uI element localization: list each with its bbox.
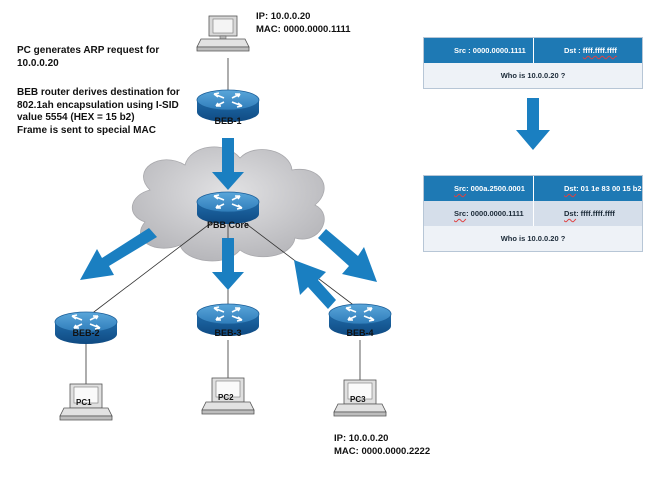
arrow-down-icon	[516, 98, 550, 150]
beb-derivation-note: BEB router derives destination for 802.1…	[17, 87, 180, 137]
note-line: PC generates ARP request for	[17, 45, 160, 56]
frame-src-cell: Src : 0000.0000.1111	[424, 38, 533, 63]
dst-value: ffff.ffff.ffff	[582, 46, 617, 55]
note-line: 10.0.0.20	[17, 57, 59, 69]
outer-dst-value: : 01 1e 83 00 15 b2	[576, 184, 642, 193]
pbb-inner-header-row: Src: 0000.0000.1111 Dst: ffff.ffff.ffff	[424, 201, 642, 226]
outer-src-cell: Src : 000a.2500.0001	[424, 176, 533, 201]
flow-arrows	[80, 98, 550, 309]
router-label-beb-3: BEB-3	[214, 328, 242, 338]
top-pc-ip: IP: 10.0.0.20	[256, 11, 311, 22]
top-pc-mac: MAC: 0000.0000.1111	[256, 24, 351, 35]
top-pc-address: IP: 10.0.0.20 MAC: 0000.0000.1111	[256, 10, 351, 36]
pbb-frame: Src : 000a.2500.0001 Dst : 01 1e 83 00 1…	[423, 175, 643, 252]
arrow-down-right-icon	[318, 229, 377, 282]
inner-src-prefix: Src	[454, 209, 467, 218]
inner-dst-cell: Dst: ffff.ffff.ffff	[533, 201, 642, 226]
router-label-beb-2: BEB-2	[72, 328, 100, 338]
frame-payload: Who is 10.0.0.20 ?	[424, 63, 642, 88]
pc1-label: PC1	[76, 398, 92, 407]
arrow-up-left-icon	[294, 260, 336, 309]
router-label-beb-1: BEB-1	[214, 116, 242, 126]
outer-dst-cell: Dst : 01 1e 83 00 15 b2	[533, 176, 642, 201]
ethernet-frame: Src : 0000.0000.1111 Dst : ffff.ffff.fff…	[423, 37, 643, 89]
dst-prefix: Dst :	[564, 46, 581, 55]
arrow-down-icon	[212, 138, 244, 190]
inner-src-value: : 0000.0000.1111	[466, 209, 524, 218]
pbb-outer-header-row: Src : 000a.2500.0001 Dst : 01 1e 83 00 1…	[424, 176, 642, 201]
arrow-down-left-icon	[80, 228, 157, 280]
inner-dst-prefix: Dst	[564, 209, 577, 218]
bottom-pc-mac: MAC: 0000.0000.2222	[334, 446, 431, 457]
outer-dst-prefix: Dst	[564, 184, 577, 193]
note-line: BEB router derives destination for	[17, 87, 180, 98]
pbb-payload: Who is 10.0.0.20 ?	[424, 226, 642, 251]
pc-top-icon	[196, 15, 250, 52]
frame-dst-cell: Dst : ffff.ffff.ffff	[533, 38, 642, 63]
note-line: Frame is sent to special MAC	[17, 124, 156, 136]
pbb-payload-row: Who is 10.0.0.20 ?	[424, 226, 642, 251]
inner-dst-value: : ffff.ffff.ffff	[576, 209, 615, 218]
note-line: value 5554 (HEX = 15 b2)	[17, 112, 135, 123]
arrow-down-icon	[212, 238, 244, 290]
pc3-label: PC3	[350, 395, 366, 404]
outer-src-prefix: Src	[454, 184, 467, 193]
pc-arp-note: PC generates ARP request for 10.0.0.20	[17, 45, 159, 70]
bottom-pc-ip: IP: 10.0.0.20	[334, 433, 389, 444]
router-label-beb-4: BEB-4	[346, 328, 374, 338]
frame-header-row: Src : 0000.0000.1111 Dst : ffff.ffff.fff…	[424, 38, 642, 63]
pc2-label: PC2	[218, 393, 234, 402]
src-prefix: Src :	[454, 46, 471, 55]
frame-payload-row: Who is 10.0.0.20 ?	[424, 63, 642, 88]
inner-src-cell: Src: 0000.0000.1111	[424, 201, 533, 226]
outer-src-value: : 000a.2500.0001	[466, 184, 525, 193]
bottom-pc-address: IP: 10.0.0.20 MAC: 0000.0000.2222	[334, 432, 430, 458]
note-line: 802.1ah encapsulation using I-SID	[17, 99, 179, 111]
src-value: 0000.0000.1111	[472, 46, 526, 55]
router-label-core: PBB Core	[206, 220, 249, 230]
